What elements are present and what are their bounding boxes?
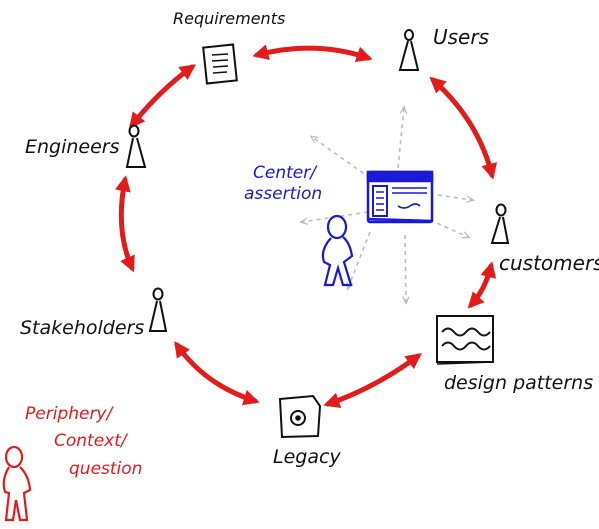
wave-box-icon bbox=[436, 315, 494, 365]
node-users: Users bbox=[398, 25, 489, 71]
center-label-line1: Center/ bbox=[253, 163, 318, 183]
arrow-stakeholders-engineers bbox=[114, 175, 135, 273]
screen-icon bbox=[366, 170, 434, 224]
arrow-users-customers bbox=[429, 76, 497, 180]
document-icon bbox=[202, 43, 238, 85]
arrow-legacy-stakeholders bbox=[174, 341, 260, 406]
person-icon bbox=[148, 287, 168, 332]
label-legacy: Legacy bbox=[273, 446, 341, 468]
label-engineers: Engineers bbox=[25, 136, 120, 158]
label-stakeholders: Stakeholders bbox=[20, 317, 144, 339]
node-stakeholders: Stakeholders bbox=[20, 287, 168, 339]
node-design-patterns: design patterns bbox=[436, 315, 593, 394]
person-icon bbox=[490, 203, 510, 244]
person-icon bbox=[321, 214, 354, 287]
arrow-requirements-users bbox=[252, 44, 373, 62]
center-label-line2: assertion bbox=[244, 184, 322, 204]
node-engineers: Engineers bbox=[25, 124, 147, 168]
label-requirements: Requirements bbox=[173, 9, 285, 28]
label-users: Users bbox=[433, 25, 489, 49]
periphery-label-line2: Context/ bbox=[54, 431, 129, 451]
node-customers: customers bbox=[490, 203, 599, 275]
node-legacy: Legacy bbox=[273, 394, 341, 468]
person-icon bbox=[125, 124, 147, 168]
legacy-box-icon bbox=[278, 394, 322, 439]
periphery-label-line1: Periphery/ bbox=[25, 404, 114, 424]
arrow-customers-design bbox=[467, 261, 497, 309]
label-customers: customers bbox=[499, 251, 599, 275]
person-icon bbox=[398, 29, 420, 71]
periphery-label-line3: question bbox=[69, 459, 142, 479]
center-assertion: Center/ assertion bbox=[244, 163, 434, 287]
ring-arrows bbox=[114, 44, 497, 408]
arrow-engineers-requirements bbox=[129, 64, 196, 129]
node-requirements: Requirements bbox=[173, 9, 285, 85]
periphery-context: Periphery/ Context/ question bbox=[2, 404, 142, 522]
label-design-patterns: design patterns bbox=[444, 372, 593, 394]
arrow-design-legacy bbox=[323, 353, 422, 408]
person-icon bbox=[2, 445, 32, 522]
